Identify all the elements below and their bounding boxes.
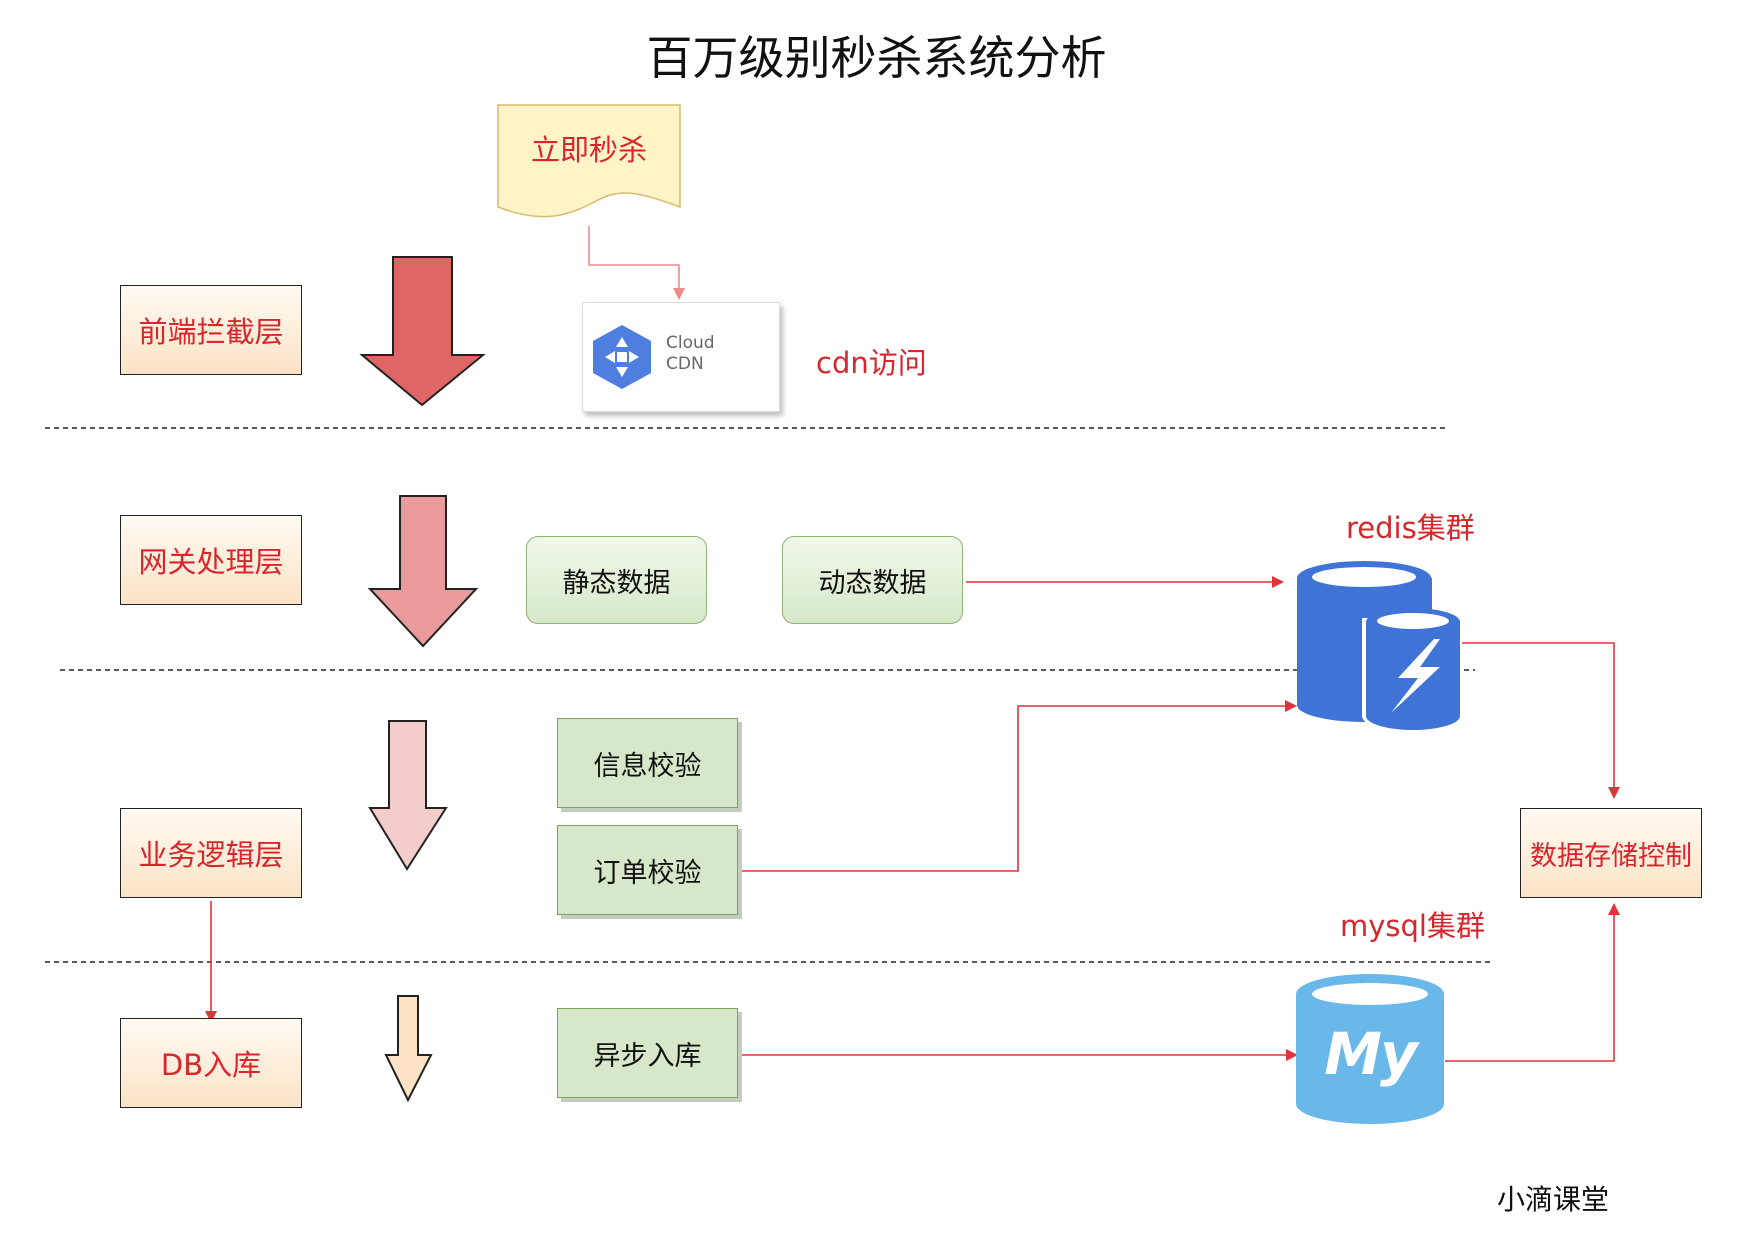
cdn-caption: cdn访问 — [816, 346, 927, 380]
mysql-logo-text: My — [1324, 1020, 1418, 1088]
storage-control-box[interactable]: 数据存储控制 — [1520, 808, 1702, 898]
cdn-label-line2: CDN — [666, 354, 704, 374]
info-check-box[interactable]: 信息校验 — [557, 718, 738, 808]
static-data-box[interactable]: 静态数据 — [526, 536, 707, 624]
down-arrow-gateway — [367, 495, 479, 648]
layer-db-storage[interactable]: DB入库 — [120, 1018, 302, 1108]
order-check-box[interactable]: 订单校验 — [557, 825, 738, 915]
page-title: 百万级别秒杀系统分析 — [646, 31, 1107, 85]
redis-cluster-icon[interactable] — [1297, 561, 1462, 732]
layer-frontend-intercept[interactable]: 前端拦截层 — [120, 285, 302, 375]
down-arrow-business — [368, 720, 448, 871]
cdn-hex-icon — [593, 325, 651, 389]
async-storage-box[interactable]: 异步入库 — [557, 1008, 738, 1098]
layer-business-logic[interactable]: 业务逻辑层 — [120, 808, 302, 898]
connector-mysql-to-storage — [1445, 903, 1620, 1062]
lightning-bolt-icon — [1391, 639, 1440, 713]
watermark-text: 小滴课堂 — [1497, 1183, 1610, 1216]
redis-cluster-label: redis集群 — [1346, 511, 1475, 545]
layer-gateway[interactable]: 网关处理层 — [120, 515, 302, 605]
connector-redis-to-storage — [1462, 642, 1620, 799]
mysql-cluster-label: mysql集群 — [1340, 909, 1485, 943]
down-arrow-db — [384, 995, 433, 1103]
down-arrow-frontend — [359, 256, 486, 407]
cloud-cdn-card[interactable]: Cloud CDN — [582, 302, 780, 412]
cdn-label-line1: Cloud — [666, 333, 715, 353]
trigger-document-shape[interactable] — [497, 104, 681, 218]
connector-trigger-to-cdn — [588, 226, 685, 300]
trigger-label: 立即秒杀 — [530, 133, 647, 167]
dynamic-data-box[interactable]: 动态数据 — [782, 536, 963, 624]
connector-order-to-redis — [741, 700, 1297, 872]
mysql-cluster-icon[interactable] — [1296, 974, 1444, 1124]
